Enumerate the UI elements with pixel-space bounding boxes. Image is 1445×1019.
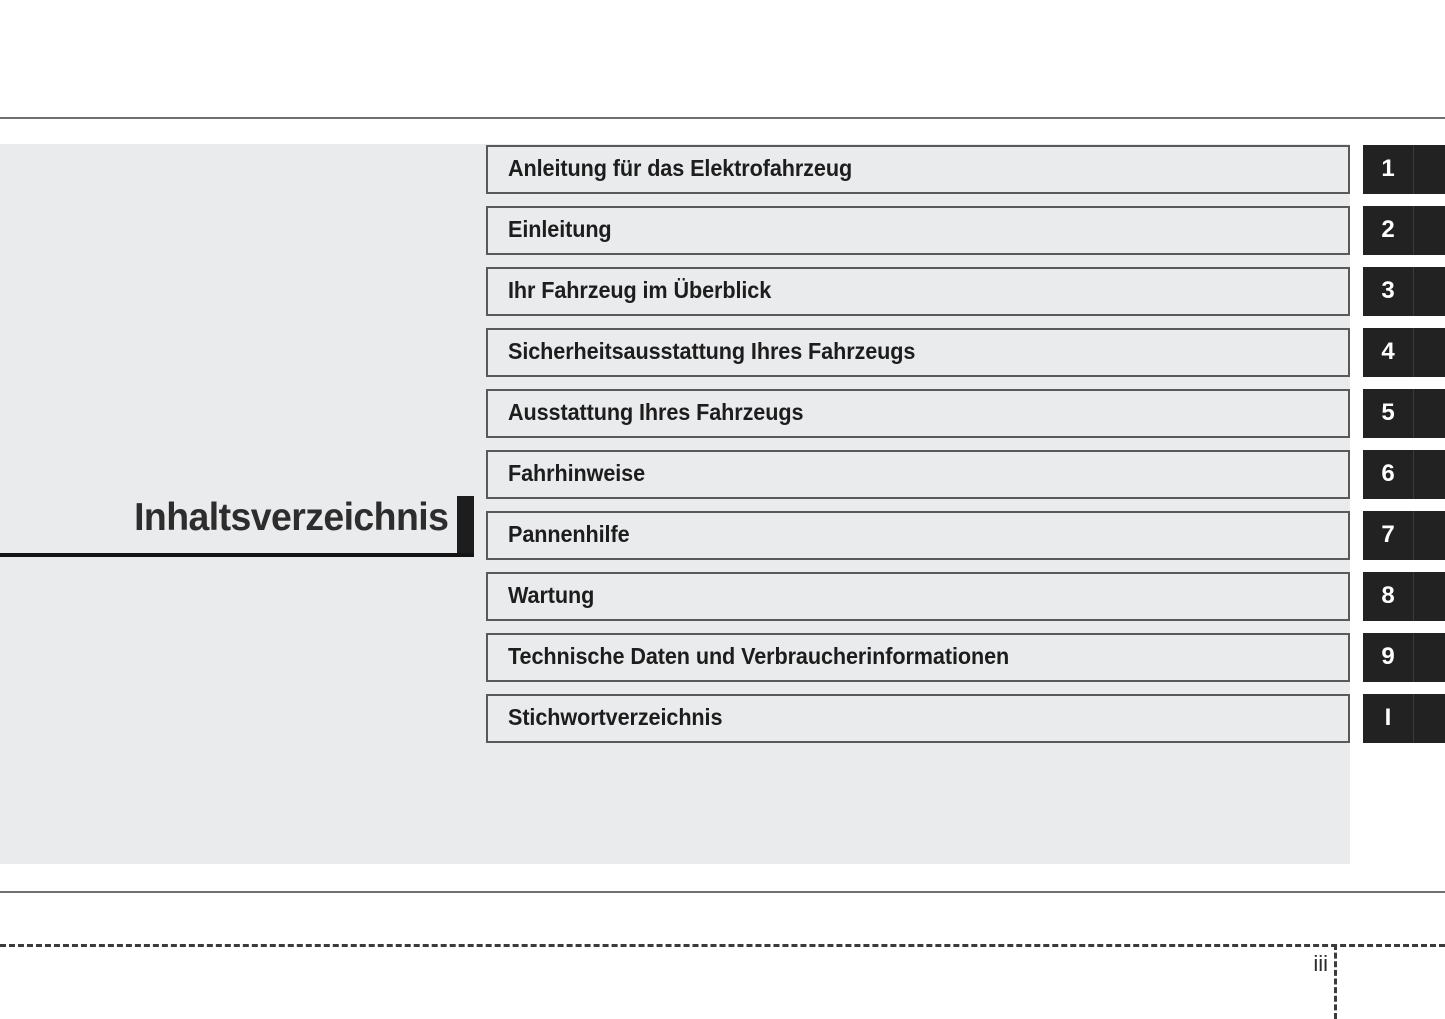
contents-item-box (486, 511, 1350, 560)
contents-item-box (486, 145, 1350, 194)
page-number: iii (1313, 951, 1328, 976)
contents-item-label: Sicherheitsausstattung Ihres Fahrzeugs (508, 338, 916, 364)
chapter-tab-number: I (1384, 704, 1392, 731)
chapter-tab[interactable]: I (1363, 694, 1445, 743)
chapter-tab[interactable]: 8 (1363, 572, 1445, 621)
contents-item[interactable]: Einleitung (486, 206, 1350, 255)
chapter-tab[interactable]: 7 (1363, 511, 1445, 560)
contents-item-box (486, 450, 1350, 499)
chapter-tab-number: 2 (1381, 216, 1395, 243)
contents-item-label: Technische Daten und Verbraucherinformat… (508, 643, 1010, 669)
chapter-tab[interactable]: 2 (1363, 206, 1445, 255)
chapter-tab-divider (1413, 145, 1414, 194)
chapter-tab[interactable]: 1 (1363, 145, 1445, 194)
contents-item-label: Stichwortverzeichnis (508, 704, 723, 730)
title-marker-bar (457, 496, 474, 554)
chapter-tab-divider (1413, 694, 1414, 743)
page-title: Inhaltsverzeichnis (133, 496, 449, 539)
chapter-tab-number: 7 (1381, 521, 1395, 548)
chapter-tab-number: 8 (1381, 582, 1395, 609)
chapter-tab-divider (1413, 511, 1414, 560)
contents-item-box (486, 694, 1350, 743)
contents-item-label: Pannenhilfe (508, 521, 630, 547)
footer-dashed-vertical-rule (1334, 944, 1337, 1019)
contents-item-box (486, 633, 1350, 682)
chapter-tab-divider (1413, 267, 1414, 316)
contents-item[interactable]: Technische Daten und Verbraucherinformat… (486, 633, 1350, 682)
title-underline (0, 553, 474, 557)
chapter-tab-divider (1413, 450, 1414, 499)
contents-item-box (486, 389, 1350, 438)
contents-item-label: Einleitung (508, 216, 612, 242)
contents-item-label: Fahrhinweise (508, 460, 646, 486)
footer-rule (0, 891, 1445, 893)
contents-item[interactable]: Sicherheitsausstattung Ihres Fahrzeugs (486, 328, 1350, 377)
chapter-tab-divider (1413, 328, 1414, 377)
chapter-tab-divider (1413, 389, 1414, 438)
contents-item[interactable]: Anleitung für das Elektrofahrzeug (486, 145, 1350, 194)
contents-item-box (486, 572, 1350, 621)
chapter-tab-number: 3 (1381, 277, 1395, 304)
contents-item-label: Ihr Fahrzeug im Überblick (508, 277, 772, 303)
contents-item[interactable]: Fahrhinweise (486, 450, 1350, 499)
chapter-tab[interactable]: 3 (1363, 267, 1445, 316)
chapter-tab-number: 6 (1381, 460, 1395, 487)
contents-item-label: Anleitung für das Elektrofahrzeug (508, 155, 853, 181)
contents-item-box (486, 206, 1350, 255)
header-rule (0, 117, 1445, 119)
chapter-tab[interactable]: 6 (1363, 450, 1445, 499)
contents-item[interactable]: Wartung (486, 572, 1350, 621)
contents-item-box (486, 267, 1350, 316)
chapter-tab-number: 1 (1381, 155, 1395, 182)
chapter-tab-number: 5 (1381, 399, 1395, 426)
contents-item[interactable]: Pannenhilfe (486, 511, 1350, 560)
footer-dashed-horizontal-rule (0, 944, 1445, 947)
chapter-tab[interactable]: 9 (1363, 633, 1445, 682)
contents-item[interactable]: Stichwortverzeichnis (486, 694, 1350, 743)
contents-item-box (486, 328, 1350, 377)
chapter-tab-divider (1413, 633, 1414, 682)
contents-item-label: Wartung (508, 582, 595, 608)
chapter-tab-divider (1413, 572, 1414, 621)
chapter-tab-divider (1413, 206, 1414, 255)
contents-panel (0, 144, 1350, 864)
chapter-tab[interactable]: 4 (1363, 328, 1445, 377)
chapter-tab-number: 4 (1381, 338, 1395, 365)
contents-item[interactable]: Ausstattung Ihres Fahrzeugs (486, 389, 1350, 438)
contents-item[interactable]: Ihr Fahrzeug im Überblick (486, 267, 1350, 316)
page-title-block: Inhaltsverzeichnis (0, 490, 474, 560)
chapter-tab-number: 9 (1381, 643, 1395, 670)
chapter-tab[interactable]: 5 (1363, 389, 1445, 438)
contents-item-label: Ausstattung Ihres Fahrzeugs (508, 399, 804, 425)
